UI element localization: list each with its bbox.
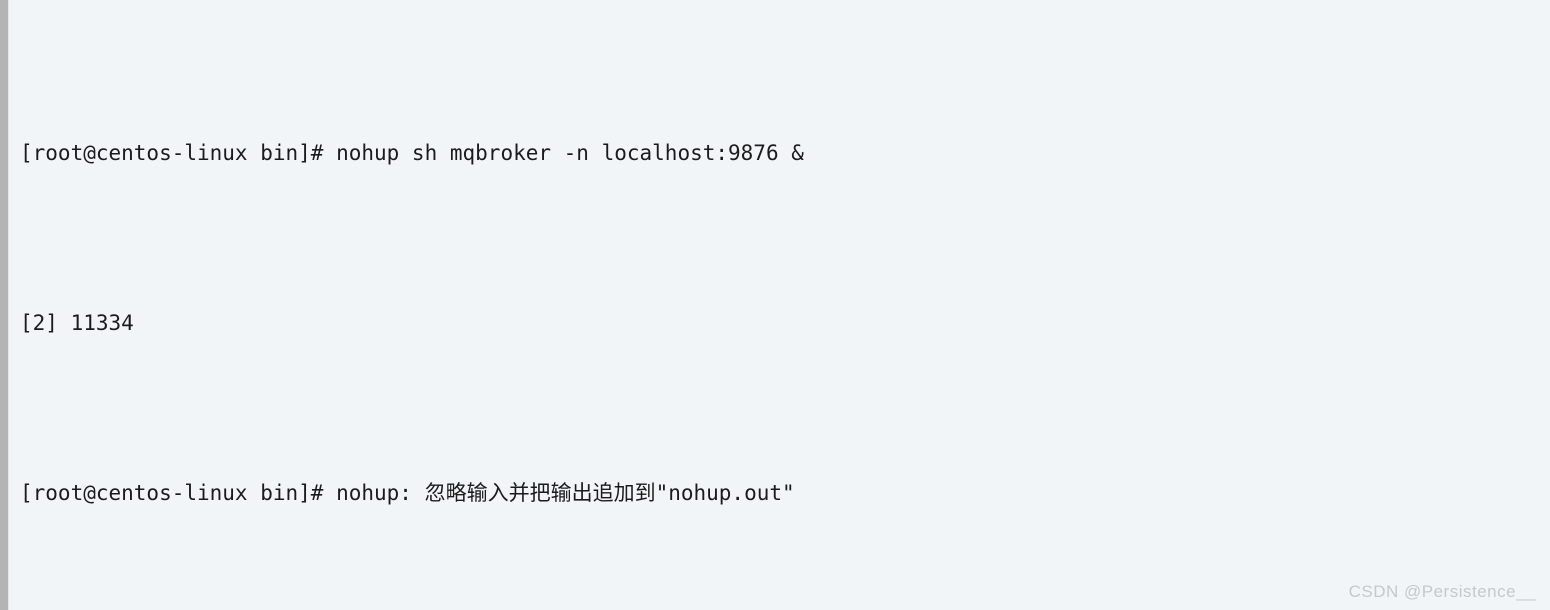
shell-prompt: [root@centos-linux bin]# xyxy=(20,481,337,505)
shell-prompt: [root@centos-linux bin]# xyxy=(20,141,337,165)
terminal-line-nohup-notice: [root@centos-linux bin]# nohup: 忽略输入并把输出… xyxy=(20,476,1550,510)
command-text: nohup sh mqbroker -n localhost:9876 & xyxy=(336,141,804,165)
scrollbar[interactable] xyxy=(0,0,9,610)
terminal-line-command: [root@centos-linux bin]# nohup sh mqbrok… xyxy=(20,136,1550,170)
csdn-watermark: CSDN @Persistence__ xyxy=(1348,582,1536,601)
terminal-screen[interactable]: [root@centos-linux bin]# nohup sh mqbrok… xyxy=(20,0,1550,610)
nohup-notice-text: nohup: 忽略输入并把输出追加到"nohup.out" xyxy=(336,481,795,505)
terminal-line-job-id: [2] 11334 xyxy=(20,306,1550,340)
job-id-text: [2] 11334 xyxy=(20,311,134,335)
